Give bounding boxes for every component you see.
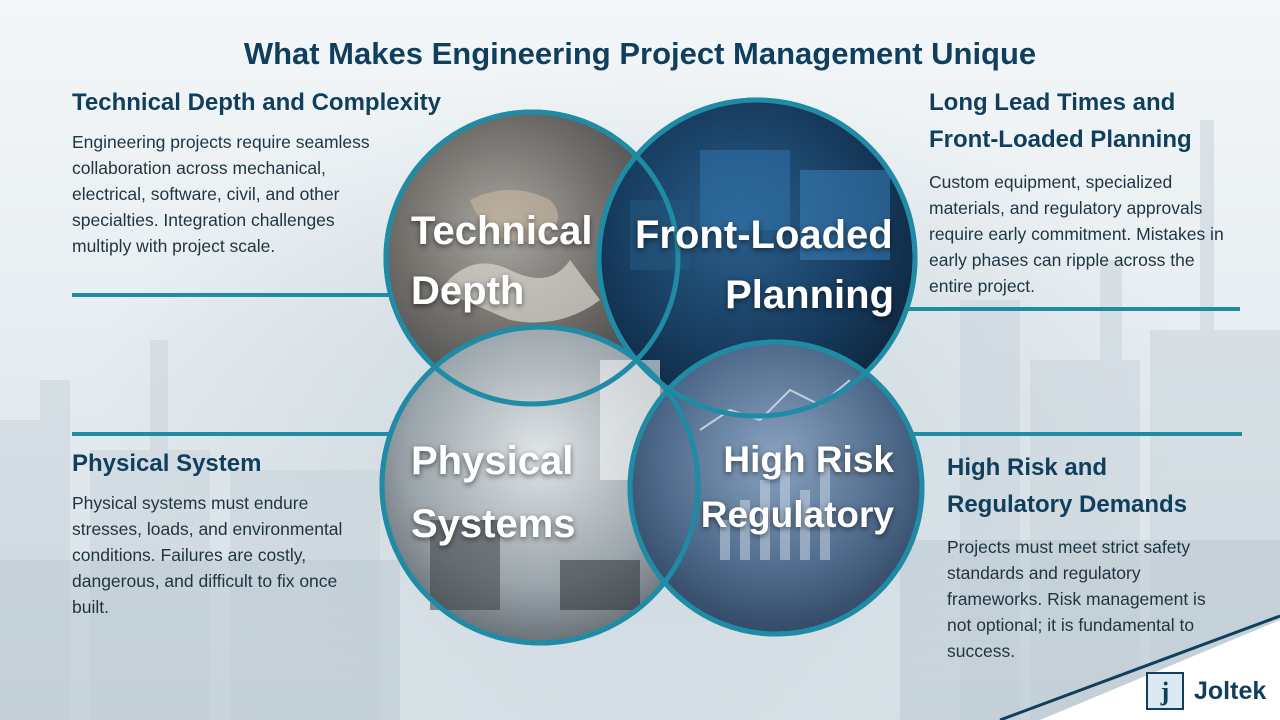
brand-logo: j Joltek [1146,672,1266,710]
risk-heading-line2: Regulatory Demands [947,491,1188,518]
circle-label-technical-line1: Technical [411,209,593,253]
physical-system-divider [72,432,402,436]
lead-times-body: Custom equipment, specialized materials,… [929,172,1224,296]
page-title: What Makes Engineering Project Managemen… [243,36,1037,71]
physical-system-heading: Physical System [72,450,262,477]
lead-times-heading-line1: Long Lead Times and [929,89,1176,116]
circle-label-front-line2: Planning [725,273,894,317]
circle-label-risk-line2: Regulatory [700,494,894,535]
front-loaded-planning-circle [596,97,918,419]
technical-depth-heading: Technical Depth and Complexity [72,89,441,116]
circle-label-technical-line2: Depth [411,269,525,313]
technical-depth-divider [72,293,402,297]
svg-text:j: j [1160,677,1170,706]
brand-name: Joltek [1194,676,1267,705]
logo-icon: j [1146,672,1184,710]
circle-label-physical-line1: Physical [411,439,574,483]
technical-depth-body: Engineering projects require seamless co… [72,132,370,256]
risk-heading-line1: High Risk and [947,454,1108,481]
circle-label-physical-line2: Systems [411,502,576,546]
lead-times-divider [900,307,1240,311]
circle-label-front-line1: Front-Loaded [635,213,893,257]
risk-divider [905,432,1242,436]
lead-times-heading-line2: Front-Loaded Planning [929,126,1192,153]
physical-system-body: Physical systems must endure stresses, l… [72,493,343,617]
risk-body: Projects must meet strict safety standar… [947,537,1206,661]
circle-label-risk-line1: High Risk [723,439,894,480]
